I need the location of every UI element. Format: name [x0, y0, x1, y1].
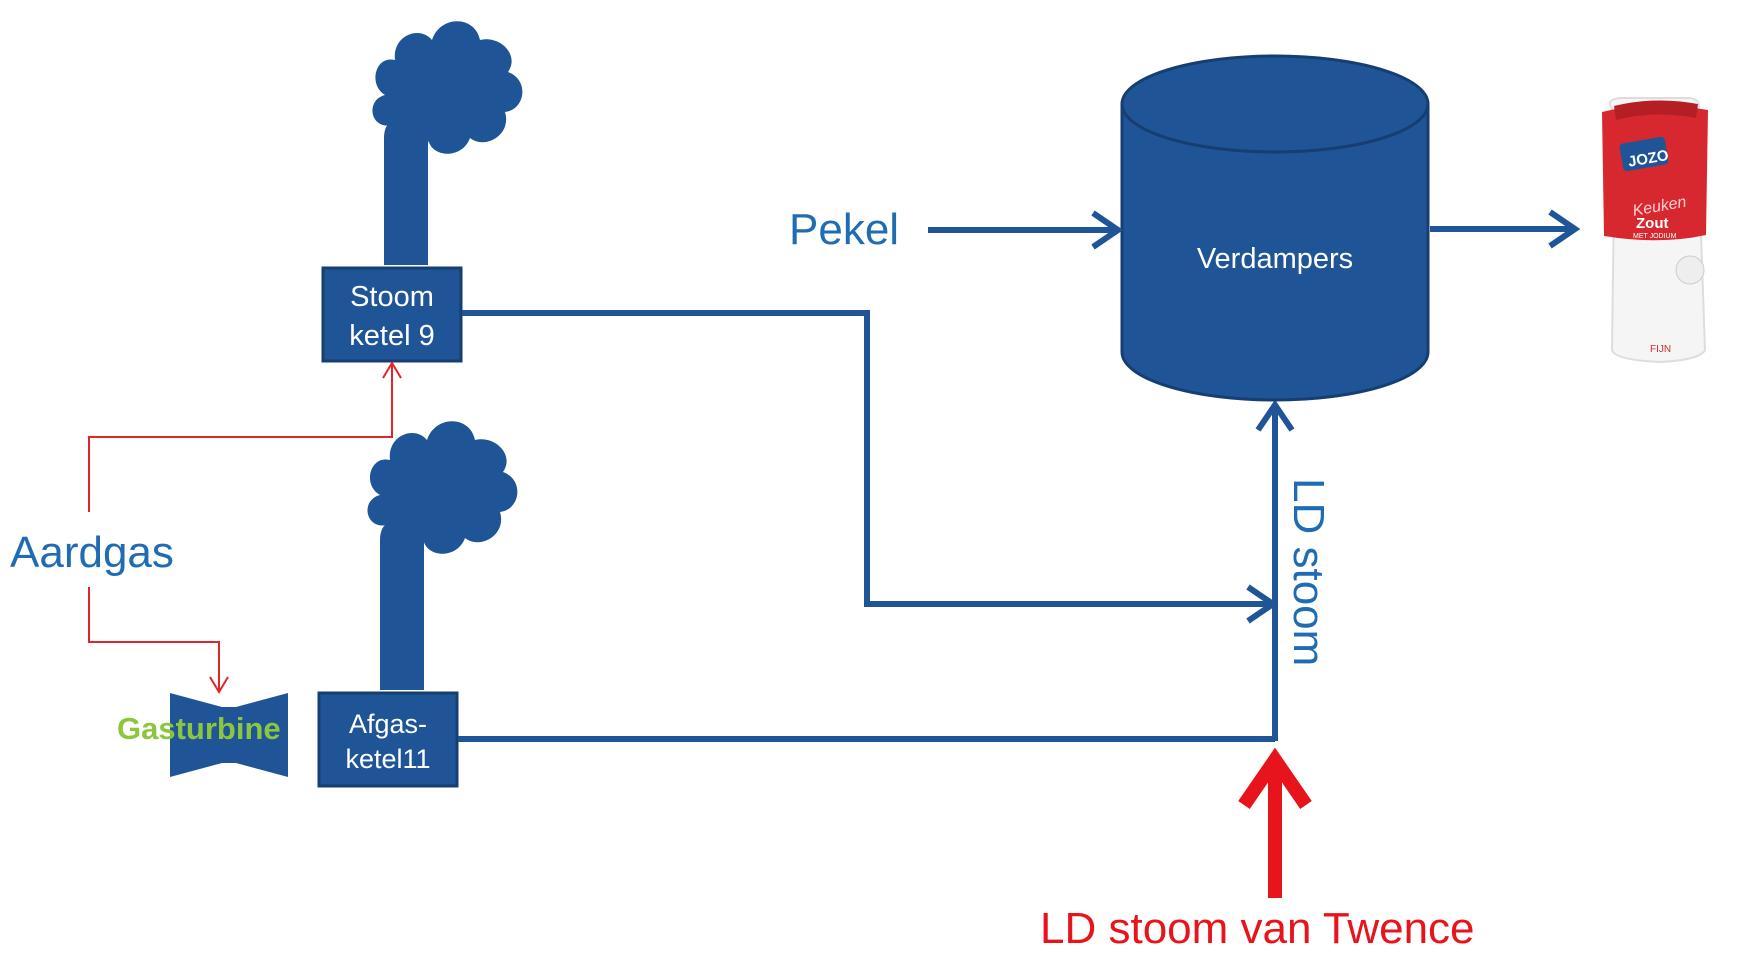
- evaporator-top: [1120, 54, 1430, 154]
- chimney-boiler-9: [372, 21, 523, 265]
- twence-supply: LD stoom van Twence: [1040, 747, 1475, 953]
- steam-line-boiler-9: [462, 310, 1275, 607]
- twence-arrow-head: [1238, 747, 1312, 809]
- boiler-11-label-line2: ketel11: [345, 744, 430, 774]
- shaker-brand: JOZO: [1627, 147, 1670, 171]
- evaporator-body: [1120, 102, 1430, 402]
- gasturbine-label: Gasturbine: [117, 711, 281, 746]
- boiler-9: Stoom ketel 9: [321, 266, 463, 363]
- natural-gas-lines: Aardgas: [10, 361, 402, 694]
- gas-line-to-boiler-9: [88, 363, 393, 512]
- shaker-emblem: [1675, 255, 1705, 285]
- gas-line-to-turbine: [88, 587, 220, 692]
- gas-arrow-head-boiler-9: [382, 361, 402, 379]
- ld-steam-arrow-head: [1255, 399, 1295, 432]
- boiler-11: Afgas- ketel11: [317, 691, 459, 788]
- boiler-9-label-line1: Stoom: [350, 281, 434, 313]
- evaporators: Verdampers: [1120, 54, 1430, 402]
- brine-input: Pekel: [789, 205, 1124, 254]
- salt-output: [1430, 209, 1581, 249]
- shaker-brand-badge: [1619, 136, 1669, 172]
- ld-stoom-twence-label: LD stoom van Twence: [1040, 904, 1475, 953]
- gasturbine-shape: [170, 693, 288, 777]
- steam-lines: LD stoom: [458, 310, 1333, 742]
- chimney-boiler-11: [367, 421, 518, 690]
- gasturbine: Gasturbine: [117, 693, 288, 777]
- boiler-11-label-line1: Afgas-: [349, 709, 427, 739]
- shaker-text-2: Zout: [1636, 215, 1668, 232]
- ld-stoom-label: LD stoom: [1284, 478, 1333, 666]
- salt-shaker-image: JOZO Keuken Zout MET JODIUM FIJN: [1602, 97, 1708, 364]
- shaker-text-3: MET JODIUM: [1633, 233, 1677, 240]
- verdampers-label: Verdampers: [1197, 243, 1353, 275]
- shaker-cap: [1614, 100, 1698, 120]
- chimney-pipe-11: [380, 520, 426, 690]
- pekel-label: Pekel: [789, 205, 899, 254]
- boiler-9-label-line2: ketel 9: [349, 320, 434, 352]
- boiler-9-box: [321, 266, 463, 363]
- chimney-pipe-9: [384, 118, 430, 265]
- shaker-label-red: [1602, 105, 1708, 241]
- pekel-arrow-head: [1091, 210, 1124, 250]
- gas-arrow-head-turbine: [209, 676, 229, 694]
- aardgas-label: Aardgas: [10, 528, 174, 577]
- output-arrow-head: [1548, 209, 1581, 249]
- boiler-11-box: [317, 691, 459, 788]
- shaker-text-4: FIJN: [1650, 344, 1671, 355]
